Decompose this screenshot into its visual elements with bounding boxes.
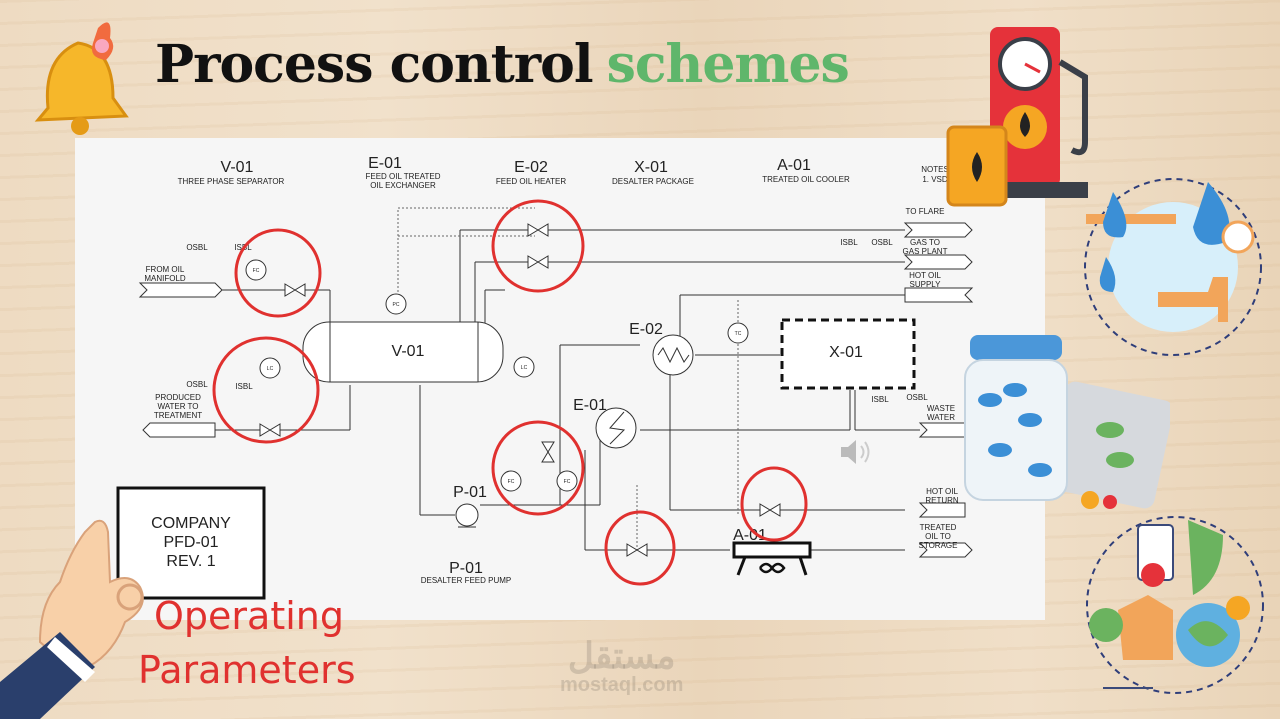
header-desc: TREATED OIL COOLER (762, 175, 850, 184)
equipment-label: E-02 (629, 321, 663, 338)
instrument-tag: LC (267, 366, 274, 372)
instrument-tag: TC (735, 331, 742, 337)
equipment-headers: V-01 THREE PHASE SEPARATOR E-01 FEED OIL… (178, 155, 949, 190)
stream-label: FROM OIL (146, 265, 185, 274)
stream-label: GAS PLANT (903, 247, 948, 256)
isbl-label: ISBL (871, 395, 889, 404)
pfd-diagram-panel: V-01 THREE PHASE SEPARATOR E-01 FEED OIL… (75, 138, 1045, 620)
stream-label: STORAGE (919, 541, 958, 550)
pump-footer-desc: DESALTER FEED PUMP (421, 576, 512, 585)
stream-arrows (138, 222, 974, 558)
title-block-line: REV. 1 (166, 553, 215, 570)
stream-labels: FROM OIL MANIFOLD PRODUCED WATER TO TREA… (144, 207, 959, 550)
pump-footer-tag: P-01 (449, 560, 483, 577)
instrument-tag: FC (508, 479, 515, 485)
header-desc: OIL EXCHANGER (370, 181, 436, 190)
operating-label: Operating (154, 594, 344, 638)
separator-v01: V-01 (302, 321, 504, 383)
header-tag: X-01 (634, 159, 668, 176)
stream-label: RETURN (925, 496, 959, 505)
watermark: مستقل mostaql.com (560, 638, 683, 697)
stream-label: WATER (927, 413, 955, 422)
header-desc: FEED OIL TREATED (366, 172, 441, 181)
instruments: FC LC PC LC FC FC TC (245, 259, 749, 492)
header-tag: V-01 (221, 159, 254, 176)
stream-label: GAS TO (910, 238, 940, 247)
process-flow-diagram: V-01 THREE PHASE SEPARATOR E-01 FEED OIL… (116, 155, 974, 600)
osbl-label: OSBL (906, 393, 928, 402)
title-main: Process control (155, 34, 594, 95)
stream-label: OIL TO (925, 532, 951, 541)
stream-label: HOT OIL (926, 487, 958, 496)
header-tag: A-01 (777, 157, 811, 174)
bell-icon (34, 22, 129, 135)
highlight-circles (212, 199, 808, 586)
speaker-icon[interactable] (838, 436, 874, 468)
title-accent: schemes (606, 34, 850, 95)
control-valves (259, 223, 781, 557)
desalter-x01: X-01 (780, 318, 916, 390)
exchanger-e01: E-01 (573, 397, 637, 449)
osbl-label: OSBL (186, 380, 208, 389)
signal-lines (397, 207, 739, 550)
isbl-label: ISBL (235, 382, 253, 391)
watermark-arabic: مستقل (567, 635, 676, 676)
header-desc: FEED OIL HEATER (496, 177, 566, 186)
stream-label: PRODUCED (155, 393, 201, 402)
instrument-tag: FC (564, 479, 571, 485)
watermark-url: mostaql.com (560, 674, 684, 696)
header-desc: THREE PHASE SEPARATOR (178, 177, 285, 186)
notes-title: NOTES (921, 165, 949, 174)
title-block-line: PFD-01 (163, 534, 218, 551)
stream-label: HOT OIL (909, 271, 941, 280)
parameters-label: Parameters (138, 648, 356, 692)
osbl-label: OSBL (871, 238, 893, 247)
header-tag: E-01 (368, 155, 402, 172)
cooler-a01: A-01 (732, 527, 812, 576)
instrument-tag: LC (521, 365, 528, 371)
header-tag: E-02 (514, 159, 548, 176)
stream-label: TO FLARE (906, 207, 945, 216)
equipment-label: V-01 (392, 343, 425, 360)
title-block: COMPANY PFD-01 REV. 1 (116, 486, 266, 600)
notes-item: 1. VSD (922, 175, 948, 184)
sustainability-icon (1086, 516, 1264, 694)
stream-label: SUPPLY (910, 280, 942, 289)
medicine-jar-icon (964, 335, 1170, 509)
pump-footer: P-01 DESALTER FEED PUMP (421, 560, 512, 585)
header-desc: DESALTER PACKAGE (612, 177, 694, 186)
water-treatment-icon (1084, 178, 1262, 356)
stream-label: MANIFOLD (144, 274, 186, 283)
stream-label: TREATED (920, 523, 957, 532)
isbl-label: ISBL (840, 238, 858, 247)
osbl-label: OSBL (186, 243, 208, 252)
fuel-pump-icon (946, 27, 1088, 207)
pump-p01: P-01 (453, 484, 487, 528)
equipment-label: E-01 (573, 397, 607, 414)
equipment-label: P-01 (453, 484, 487, 501)
equipment-label: A-01 (733, 527, 767, 544)
stream-label: TREATMENT (154, 411, 202, 420)
equipment-label: X-01 (829, 344, 863, 361)
heater-e02: E-02 (629, 321, 694, 376)
stream-label: WASTE (927, 404, 955, 413)
stream-label: WATER TO (157, 402, 198, 411)
title-block-line: COMPANY (151, 515, 231, 532)
instrument-tag: PC (393, 302, 400, 308)
ok-hand-icon (0, 519, 144, 719)
instrument-tag: FC (253, 268, 260, 274)
